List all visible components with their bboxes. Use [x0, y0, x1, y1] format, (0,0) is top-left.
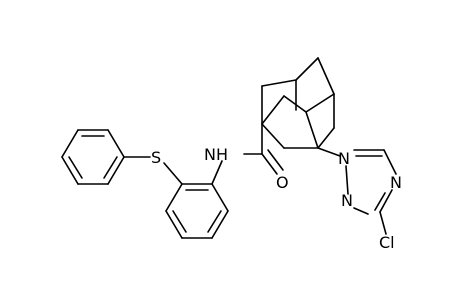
triazole-n1-label: N — [338, 149, 350, 168]
bond — [317, 147, 341, 157]
bond — [165, 183, 183, 212]
bond — [379, 211, 387, 235]
aniline-ring — [165, 183, 229, 239]
bond — [207, 210, 222, 233]
bond — [107, 156, 125, 185]
bond — [165, 210, 183, 239]
bond — [317, 57, 335, 95]
bond — [261, 123, 285, 149]
bond — [261, 79, 297, 87]
bond — [61, 156, 79, 185]
bond — [295, 57, 319, 81]
phenyl-ring — [61, 129, 125, 185]
bond — [261, 95, 285, 125]
amide-nh-label: NH — [204, 145, 228, 164]
bond — [379, 189, 393, 213]
bond — [107, 129, 125, 158]
bond — [317, 127, 335, 149]
triazole-ring — [345, 149, 397, 215]
bond — [211, 210, 229, 239]
sulfur-atom-label: S — [151, 148, 161, 167]
bond — [374, 192, 386, 211]
bond — [305, 111, 319, 149]
bond — [103, 156, 118, 179]
bond — [163, 162, 183, 185]
chlorine-atom-label: Cl — [379, 233, 395, 252]
bond — [61, 129, 79, 158]
triazole-n4-label: N — [390, 173, 402, 192]
carbonyl-oxygen-label: O — [276, 173, 289, 192]
bond — [172, 210, 187, 233]
bond — [383, 149, 397, 175]
adamantane-cage — [261, 57, 335, 149]
triazole-n2-label: N — [341, 191, 353, 210]
bond — [283, 95, 307, 113]
bond — [68, 156, 83, 179]
bond — [345, 165, 349, 195]
bond — [353, 207, 369, 215]
bond — [261, 153, 278, 175]
bond — [305, 93, 335, 113]
bond — [267, 149, 284, 171]
bond — [211, 183, 229, 212]
bond — [211, 160, 223, 185]
